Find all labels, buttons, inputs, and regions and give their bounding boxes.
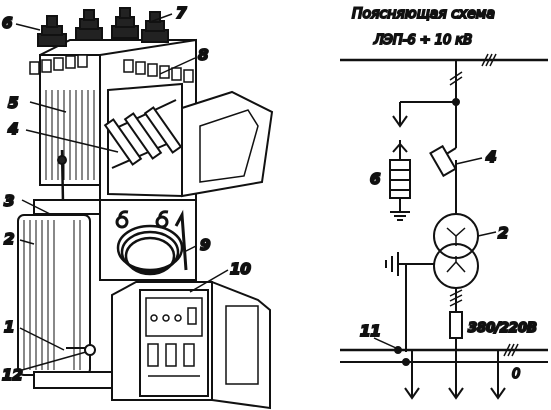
hv-bushing-far (141, 11, 169, 43)
schematic-callout-2: 2 (498, 224, 508, 242)
transformer-symbol (433, 213, 497, 289)
surge-arrester (389, 140, 411, 221)
hv-bushing-mid (75, 9, 103, 41)
callout-2: 2 (4, 230, 14, 248)
callout-8: 8 (198, 46, 208, 64)
callout-6: 6 (2, 14, 12, 32)
callout-12: 12 (2, 366, 23, 384)
line-label: ЛЭП-6 ÷ 10 кВ (373, 33, 472, 48)
hv-fuse (429, 144, 483, 214)
fuse-holders (103, 99, 183, 169)
hv-bushing-right (111, 7, 139, 39)
callout-1: 1 (4, 318, 14, 336)
callout-4: 4 (7, 120, 18, 138)
callout-10: 10 (230, 260, 251, 278)
substation-drawing: 6 7 8 5 4 3 2 9 10 1 12 (1, 3, 274, 410)
outgoing-feeders (404, 350, 506, 400)
schematic-callout-6: 6 (370, 170, 380, 188)
lv-fuse (449, 311, 463, 339)
cable-coil (116, 224, 184, 276)
schematic-callout-4: 4 (485, 148, 496, 166)
mid-section (99, 199, 197, 281)
callout-3: 3 (4, 192, 14, 210)
lv-panel-devices (145, 297, 203, 377)
hv-bushing-left (37, 15, 67, 47)
schematic: Поясняющая схема ЛЭП-6 ÷ 10 кВ 6 (340, 5, 548, 400)
callout-7: 7 (176, 4, 187, 22)
insulator-row-front (29, 54, 88, 75)
callout-9: 9 (200, 236, 210, 254)
neutral-label: 0 (512, 367, 520, 382)
schematic-callout-11: 11 (360, 322, 381, 340)
leader-lines (15, 13, 229, 371)
schematic-title: Поясняющая схема (352, 6, 495, 22)
callout-5: 5 (8, 94, 18, 112)
voltage-label: 380/220В (468, 321, 537, 336)
